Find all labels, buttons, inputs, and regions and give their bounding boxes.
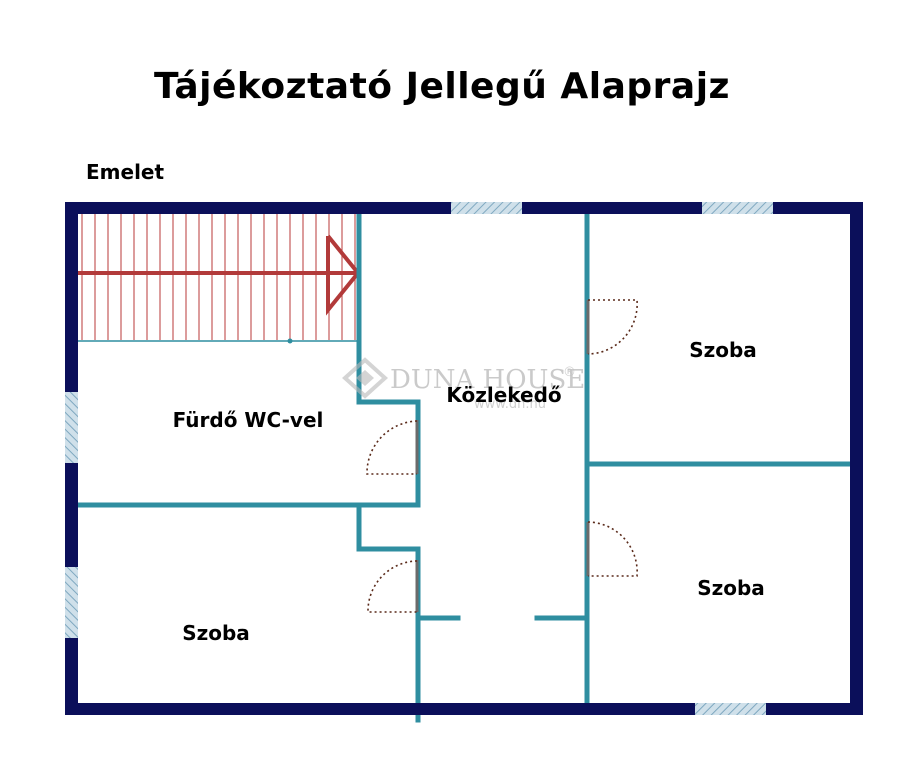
staircase (66, 214, 361, 344)
watermark-url: www.dh.hu (474, 397, 546, 412)
window-top-2 (702, 202, 773, 214)
room-label-bathroom: Fürdő WC-vel (173, 408, 324, 432)
house-logo-icon (342, 357, 388, 399)
room-label-mid-right: Szoba (697, 576, 765, 600)
watermark: DUNA HOUSE ® www.dh.hu (342, 357, 585, 412)
room-label-top-right: Szoba (689, 338, 757, 362)
door-leaves (415, 300, 590, 612)
window-top-1 (451, 202, 522, 214)
stair-direction-arrow (66, 234, 361, 316)
room-label-corridor: Közlekedő (446, 383, 561, 407)
floor-label: Emelet (86, 160, 165, 184)
door-swings (366, 299, 638, 613)
watermark-brand: DUNA HOUSE (390, 365, 585, 395)
window-bottom (695, 703, 766, 715)
room-label-bottom-left: Szoba (182, 621, 250, 645)
watermark-registered: ® (563, 365, 576, 380)
window-left-1 (65, 392, 78, 463)
plan-title: Tájékoztató Jellegű Alaprajz (153, 66, 731, 107)
window-left-2 (65, 567, 78, 638)
windows (65, 202, 773, 715)
